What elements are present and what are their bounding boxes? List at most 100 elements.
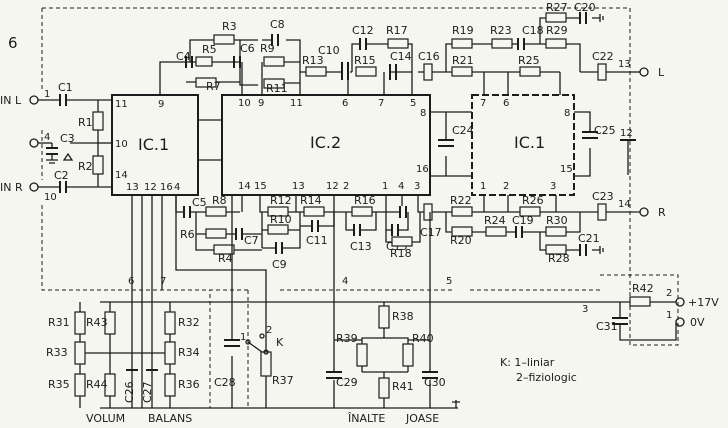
ic2-pin-6: 6 <box>342 98 348 109</box>
pin-14: 14 <box>115 170 128 181</box>
c29-label: C29 <box>336 376 358 389</box>
ic2-pin-7: 7 <box>378 98 384 109</box>
c11-label: C11 <box>306 234 328 247</box>
c16-label: C16 <box>418 50 440 63</box>
r16-label: R16 <box>354 194 376 207</box>
node-12: 12 <box>620 128 633 139</box>
r7-label: R7 <box>206 80 221 93</box>
r5-label: R5 <box>202 43 217 56</box>
c8-label: C8 <box>270 18 285 31</box>
r19-label: R19 <box>452 24 474 37</box>
node-10: 10 <box>44 192 57 203</box>
r12-label: R12 <box>270 194 292 207</box>
r42-label: R42 <box>632 282 654 295</box>
output-right-label: R <box>658 206 666 219</box>
power-supply: R42 +17V 0V 2 1 C31 3 5 4 6 7 <box>100 276 719 409</box>
r17-label: R17 <box>386 24 408 37</box>
ic2-pin-12: 12 <box>326 181 339 192</box>
top-middle-network: R13 C10 C12 R17 R15 C14 C16 <box>300 24 440 95</box>
input-ground-terminal <box>29 138 39 148</box>
output-left-terminal <box>639 67 649 77</box>
node-4: 4 <box>44 132 50 143</box>
r25-label: R25 <box>518 54 540 67</box>
c9-label: C9 <box>272 258 287 271</box>
r43-label: R43 <box>86 316 108 329</box>
ic1r-pin-7: 7 <box>480 98 486 109</box>
node-1: 1 <box>44 89 50 100</box>
r11-label: R11 <box>266 82 288 95</box>
switch-k-pos1: 1 <box>240 332 246 343</box>
r41-label: R41 <box>392 380 414 393</box>
c25-label: C25 <box>594 124 616 137</box>
node-13: 13 <box>618 59 631 70</box>
supply-plus-terminal <box>675 297 685 307</box>
input-section: IN L IN R 1 4 10 C1 C2 R1 R2 C3 <box>0 81 112 203</box>
c5-label: C5 <box>192 196 207 209</box>
r27-label: R27 <box>546 1 568 14</box>
r28-label: R28 <box>548 252 570 265</box>
c6-label: C6 <box>240 42 255 55</box>
c28-label: C28 <box>214 376 236 389</box>
c20-label: C20 <box>574 1 596 14</box>
ic2-pin-5: 5 <box>410 98 416 109</box>
ic1r-pin-3: 3 <box>550 181 556 192</box>
legend-line-1: K: 1–liniar <box>500 356 555 369</box>
ic2-pin-9: 9 <box>258 98 264 109</box>
input-right-label: IN R <box>0 181 23 194</box>
volume-balance-section: R31 R43 R33 R35 R44 R32 R34 R36 C26 C27 … <box>46 195 200 425</box>
ic1r-pin-6: 6 <box>503 98 509 109</box>
ic1-right: IC.1 7 6 8 15 1 2 3 <box>471 94 575 196</box>
ic1-right-label: IC.1 <box>514 133 545 152</box>
output-terminals: L 13 R 14 12 <box>618 59 666 219</box>
pin-11: 11 <box>115 99 128 110</box>
r26-label: R26 <box>522 194 544 207</box>
c2-label: C2 <box>54 169 69 182</box>
ic2-pin-14: 14 <box>238 181 251 192</box>
ic2-pin-10: 10 <box>238 98 251 109</box>
r14-label: R14 <box>300 194 322 207</box>
r21-label: R21 <box>452 54 474 67</box>
c21-label: C21 <box>578 232 600 245</box>
top-right-network: R19 R23 C18 R29 R27 C20 R21 R25 C22 <box>432 1 628 95</box>
caption-inalte: ÎNALTE <box>347 412 385 425</box>
r20-label: R20 <box>450 234 472 247</box>
input-right-terminal <box>29 182 39 192</box>
r8-label: R8 <box>212 194 227 207</box>
ic1r-pin-15: 15 <box>560 164 573 175</box>
figure-number: 6 <box>8 34 18 52</box>
ic2-pin-15: 15 <box>254 181 267 192</box>
r33-label: R33 <box>46 346 68 359</box>
c3-label: C3 <box>60 132 75 145</box>
ic2-pin-8: 8 <box>420 108 426 119</box>
loudness-switch-section: C28 R37 1 2 K <box>175 195 294 408</box>
r24-label: R24 <box>484 214 506 227</box>
c7-label: C7 <box>244 234 259 247</box>
input-left-terminal <box>29 95 39 105</box>
ic1r-pin-2: 2 <box>503 181 509 192</box>
caption-joase: JOASE <box>405 412 439 425</box>
ic2: IC.2 10 9 11 6 7 5 8 16 14 15 13 12 2 1 … <box>221 94 431 196</box>
node-4b: 4 <box>342 276 348 287</box>
input-left-label: IN L <box>0 94 22 107</box>
supply-plus-label: +17V <box>688 296 719 309</box>
pin-16: 16 <box>160 182 173 193</box>
bottom-right-network: R22 R26 C23 R20 R24 C19 R30 R28 C21 <box>432 190 620 265</box>
c4-label: C4 <box>176 50 191 63</box>
r32-label: R32 <box>178 316 200 329</box>
c30-label: C30 <box>424 376 446 389</box>
output-left-label: L <box>658 66 665 79</box>
ic1r-pin-1: 1 <box>480 181 486 192</box>
c19-label: C19 <box>512 214 534 227</box>
r4-label: R4 <box>218 252 233 265</box>
c27-label: C27 <box>141 381 154 403</box>
c18-label: C18 <box>522 24 544 37</box>
ic1-left: IC.1 11 9 10 14 13 12 16 4 <box>111 94 199 196</box>
r34-label: R34 <box>178 346 200 359</box>
supply-zero-label: 0V <box>690 316 705 329</box>
c26-label: C26 <box>123 381 136 403</box>
r22-label: R22 <box>450 194 472 207</box>
ic2-pin-11: 11 <box>290 98 303 109</box>
r10-label: R10 <box>270 213 292 226</box>
c24-label: C24 <box>452 124 474 137</box>
